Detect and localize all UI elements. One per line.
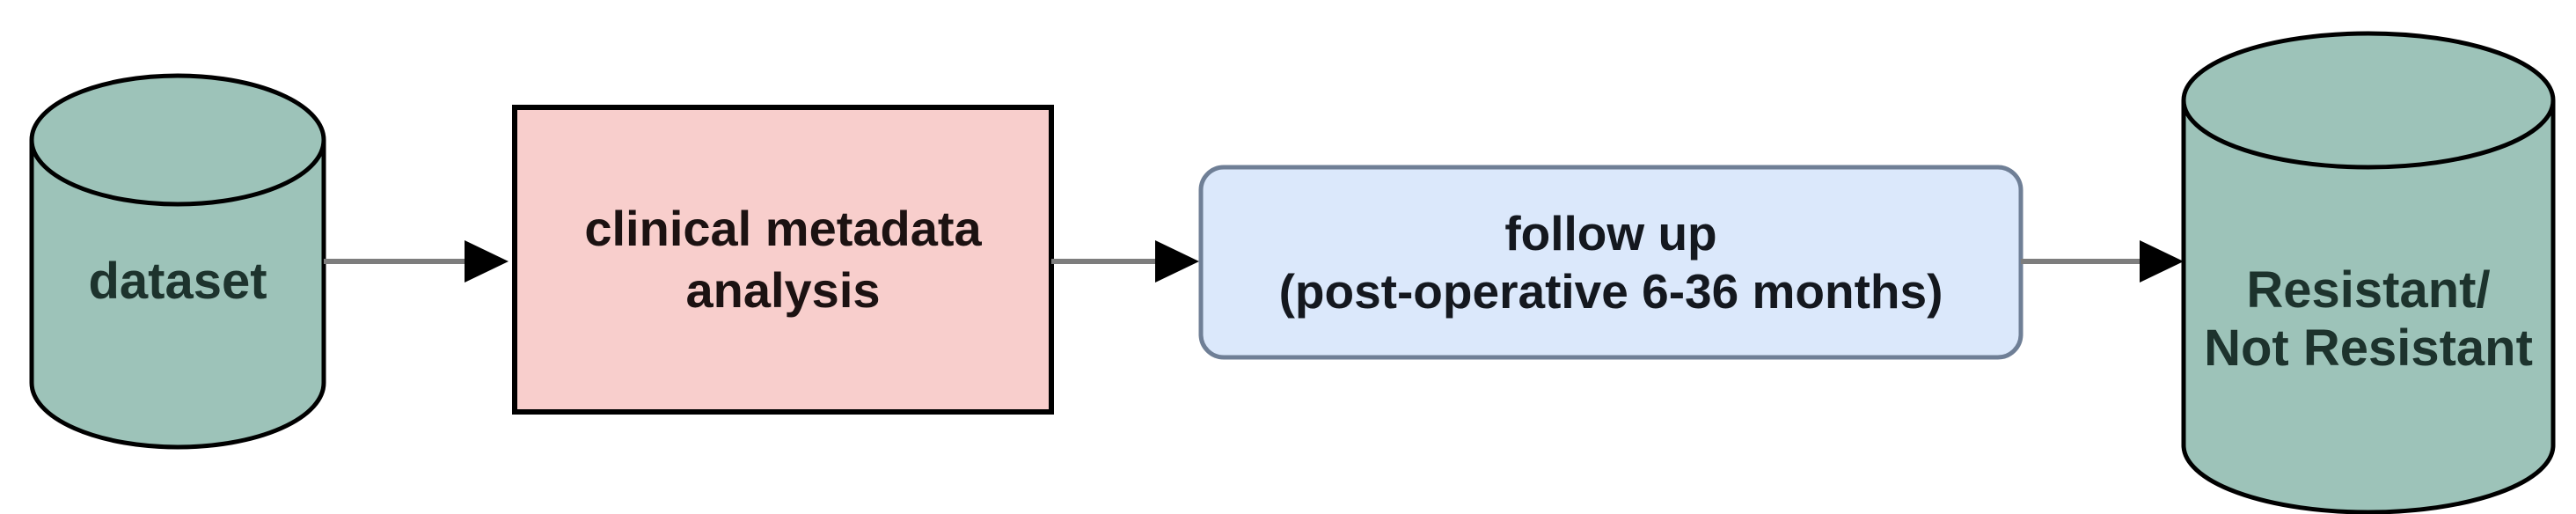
arrow-analysis-to-followup xyxy=(1051,240,1199,283)
outcome-cylinder-rim xyxy=(2181,99,2556,170)
arrow-dataset-to-analysis xyxy=(324,240,509,283)
dataset-cylinder-shape xyxy=(29,73,326,450)
arrow-analysis-to-followup-head xyxy=(1155,240,1199,283)
outcome-cylinder-body xyxy=(2181,31,2556,514)
followup-box xyxy=(1198,165,2023,360)
dataset-cylinder-body xyxy=(29,73,326,450)
arrow-followup-to-outcome xyxy=(2021,240,2184,283)
arrow-followup-to-outcome-head xyxy=(2140,240,2184,283)
arrow-dataset-to-analysis-head xyxy=(465,240,509,283)
analysis-process-box xyxy=(512,105,1054,415)
outcome-cylinder-shape xyxy=(2181,31,2556,514)
dataset-cylinder-rim xyxy=(29,139,326,207)
